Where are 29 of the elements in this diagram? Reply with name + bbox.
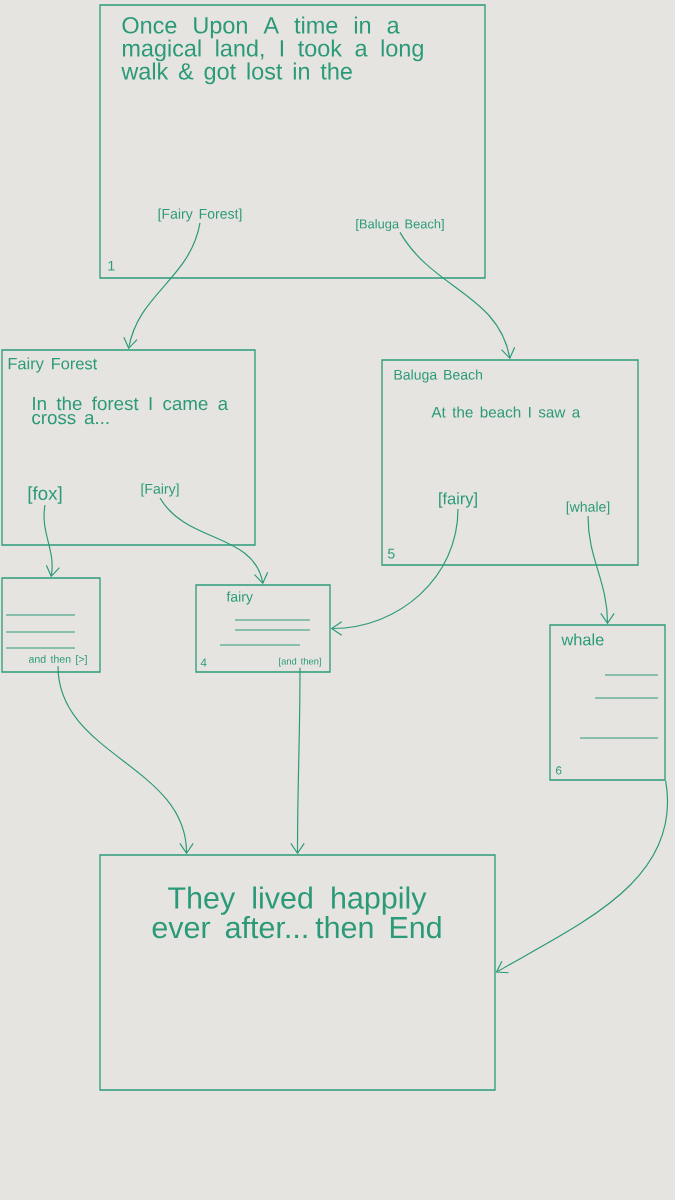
box-heading: whale [561, 633, 604, 646]
arrow [57, 665, 194, 855]
choice-link: [Fairy] [141, 483, 179, 497]
box-heading: Once Upon A time in a magical land, I took a long walk & got lost in the [121, 16, 423, 85]
page-number: 5 [388, 548, 395, 559]
arrow [495, 780, 669, 974]
choice-link: [Baluga Beach] [356, 219, 444, 231]
page-number: 1 [108, 260, 115, 271]
box-heading: Fairy Forest [8, 357, 98, 373]
story-text: They lived happily ever after... then End [152, 886, 441, 939]
box-heading: Baluga Beach [394, 369, 482, 383]
arrow [159, 497, 269, 585]
choice-link: [and then] [279, 657, 321, 667]
arrow [399, 231, 516, 360]
choice-link: [fairy] [439, 492, 477, 508]
page-number: 6 [556, 766, 562, 775]
choice-link: [fox] [28, 486, 62, 504]
arrow [290, 667, 305, 855]
arrow [330, 508, 459, 636]
arrow [43, 504, 61, 578]
arrow [587, 515, 615, 625]
choice-link: [Fairy Forest] [158, 208, 242, 222]
choice-link: and then [>] [28, 655, 87, 665]
box-heading: fairy [226, 591, 253, 605]
arrow [123, 222, 201, 350]
story-text: In the forest I came a cross a... [32, 396, 229, 425]
page-number: 4 [200, 658, 207, 667]
choice-link: [whale] [566, 501, 610, 515]
story-text: At the beach I saw a [431, 406, 581, 418]
